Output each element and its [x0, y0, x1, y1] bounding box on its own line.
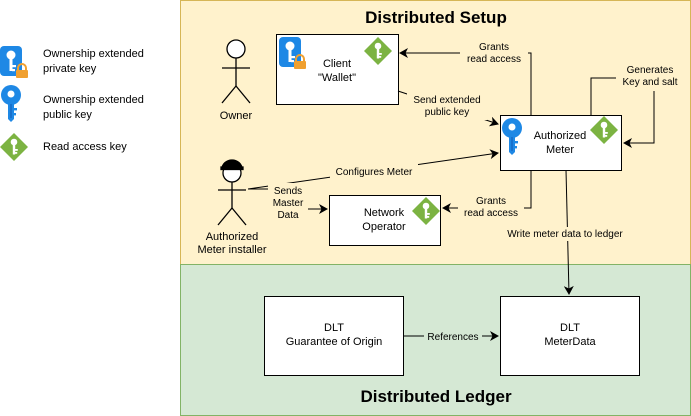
- public-key-icon: [1, 85, 21, 122]
- label-configures: Configures Meter: [336, 167, 413, 178]
- edge-grants-client: [399, 48, 532, 115]
- dlt-origin-node[interactable]: [264, 296, 404, 376]
- person-icon: [221, 39, 251, 104]
- dlt-meter-node[interactable]: [500, 296, 640, 376]
- setup-title: Distributed Setup: [365, 8, 507, 27]
- read-access-key-icon: [0, 133, 28, 161]
- owner-label: Owner: [220, 110, 253, 122]
- installer-person-icon: [217, 159, 247, 226]
- ledger-title: Distributed Ledger: [360, 387, 512, 406]
- label-write-meter: Write meter data to ledger: [507, 229, 623, 240]
- private-key-icon: [0, 46, 29, 79]
- label-references: References: [427, 332, 478, 343]
- client-wallet-label: Client"Wallet": [318, 58, 356, 84]
- legend-read-key-label: Read access key: [43, 141, 127, 153]
